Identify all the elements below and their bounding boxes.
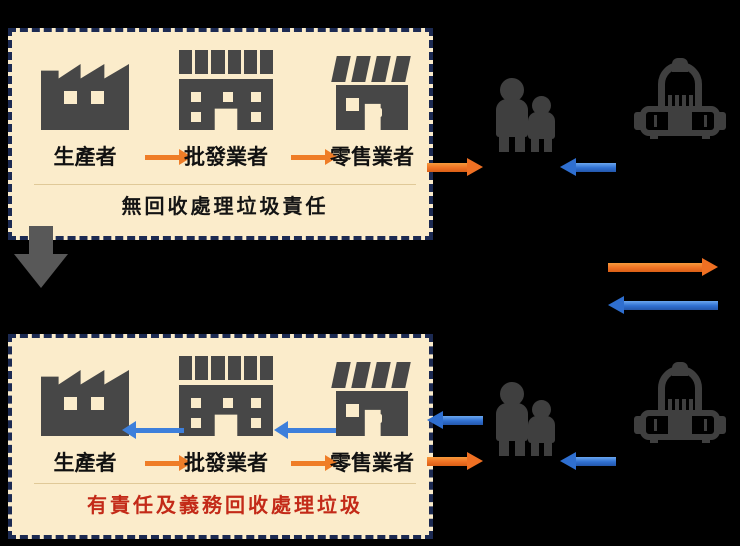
- connector-arrow-long-left-mid: [608, 296, 718, 314]
- panel-with-responsibility: 生產者 批發業者 零售業者 有責任及義務回收處理垃圾: [8, 334, 433, 539]
- recycling-plant-icon: [634, 58, 726, 139]
- connector-arrow-retail-to-consumer-bottom: [427, 452, 483, 470]
- flow-arrow-producer-to-wholesaler-top: [145, 149, 192, 165]
- label-producer-bottom: 生產者: [53, 451, 117, 475]
- supply-chain-icon-row-top: [12, 46, 429, 130]
- node-producer-top: [30, 46, 140, 130]
- down-arrow-icon: [14, 226, 68, 288]
- warehouse-icon: [179, 50, 274, 130]
- warehouse-icon: [179, 356, 274, 436]
- caption-has-recycling-responsibility: 有責任及義務回收處理垃圾: [34, 483, 416, 526]
- people-icon: [488, 78, 560, 152]
- return-arrow-retailer-to-wholesaler: [274, 421, 336, 439]
- connector-arrow-long-right-mid: [608, 258, 718, 276]
- label-retailer-bottom: 零售業者: [330, 451, 414, 475]
- connector-arrow-plant-to-consumer-bottom: [560, 452, 616, 470]
- caption-no-recycling-responsibility: 無回收處理垃圾責任: [34, 184, 416, 227]
- factory-icon: [41, 64, 129, 130]
- return-arrow-wholesaler-to-producer: [122, 421, 184, 439]
- node-producer-bottom: [30, 352, 140, 436]
- retail-store-icon: [330, 56, 414, 130]
- node-wholesaler-bottom: [167, 352, 285, 436]
- node-retailer-bottom: [317, 352, 427, 436]
- connector-arrow-plant-to-consumer-top: [560, 158, 616, 176]
- flow-arrow-wholesaler-to-retailer-top: [291, 149, 338, 165]
- retail-store-icon: [330, 362, 414, 436]
- label-producer-top: 生產者: [53, 145, 117, 169]
- label-retailer-top: 零售業者: [330, 145, 414, 169]
- flow-arrow-producer-to-wholesaler-bottom: [145, 455, 192, 471]
- connector-arrow-retail-to-consumer-top: [427, 158, 483, 176]
- node-retailer-top: [317, 46, 427, 130]
- supply-chain-icon-row-bottom: [12, 352, 429, 439]
- recycling-plant-icon: [634, 362, 726, 443]
- label-wholesaler-bottom: 批發業者: [184, 451, 268, 475]
- people-icon: [488, 382, 560, 456]
- label-wholesaler-top: 批發業者: [184, 145, 268, 169]
- flow-arrow-wholesaler-to-retailer-bottom: [291, 455, 338, 471]
- connector-arrow-consumer-to-retail-bottom: [427, 411, 483, 429]
- node-wholesaler-top: [167, 46, 285, 130]
- supply-chain-label-row-bottom: 生產者 批發業者 零售業者: [12, 446, 429, 480]
- supply-chain-label-row-top: 生產者 批發業者 零售業者: [12, 140, 429, 174]
- panel-no-responsibility: 生產者 批發業者 零售業者 無回收處理垃圾責任: [8, 28, 433, 240]
- factory-icon: [41, 370, 129, 436]
